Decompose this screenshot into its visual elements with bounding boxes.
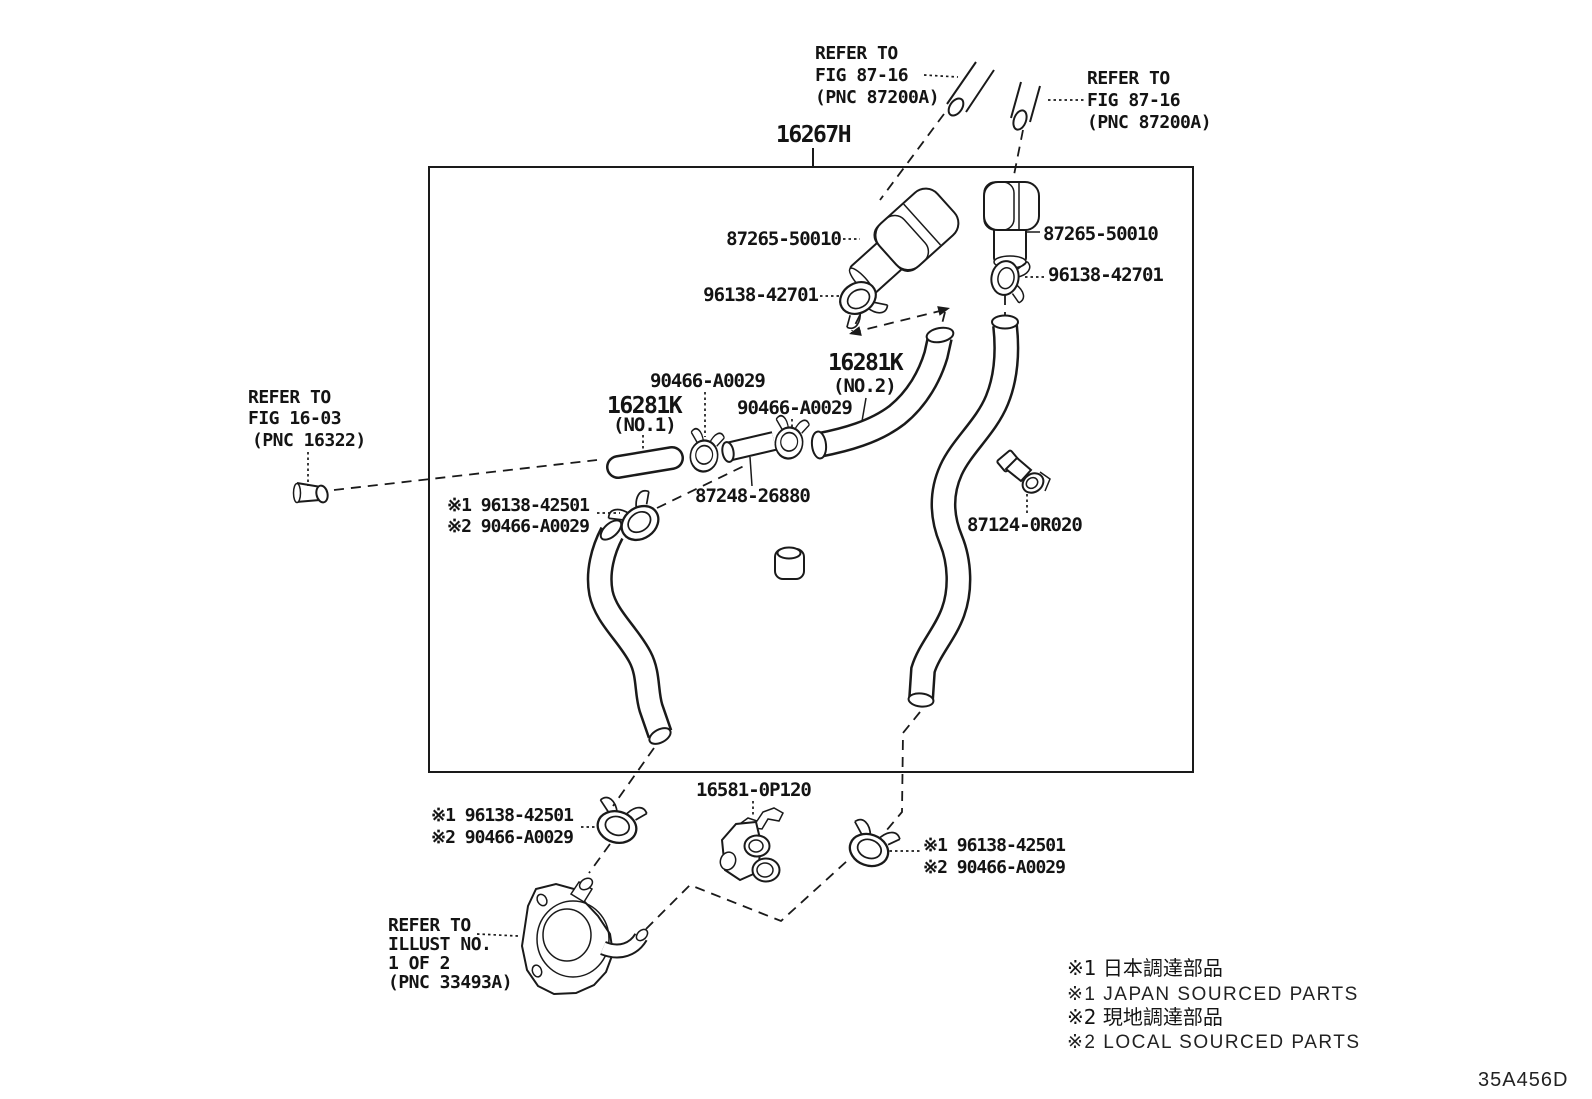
label-alt-br-1: ※1 96138-42501 (923, 835, 1065, 856)
hose-nipple-fig-1603 (292, 482, 329, 504)
label-alt-bl-1: ※1 96138-42501 (431, 805, 573, 826)
label-spring-clamp-1: 90466-A0029 (650, 370, 765, 392)
label-illust-1: REFER TO (388, 915, 471, 936)
label-illust-2: ILLUST NO. (388, 934, 491, 955)
legend-local-en: ※2 LOCAL SOURCED PARTS (1067, 1032, 1361, 1053)
dashed-link-clamp-arrow (851, 314, 861, 332)
label-hose-no2: 16281K (828, 350, 904, 376)
legend-japan-en: ※1 JAPAN SOURCED PARTS (1067, 984, 1359, 1005)
label-alt-inbox-2: ※2 90466-A0029 (447, 516, 589, 537)
leader-pipe (749, 456, 753, 487)
label-connector-left: 87265-50010 (726, 228, 841, 250)
dashed-link-hoseleft-clamp (612, 747, 655, 807)
pipe-87248 (721, 431, 777, 463)
label-ref-8716-right-1: REFER TO (1087, 68, 1170, 89)
label-ref-1603-3: (PNC 16322) (252, 430, 366, 451)
hose-stub-middle (774, 546, 805, 580)
label-pipe: 87248-26880 (695, 485, 810, 507)
label-ref-8716-left-1: REFER TO (815, 43, 898, 64)
label-spring-clamp-2: 90466-A0029 (737, 397, 852, 419)
assembly-frame-box (428, 166, 1194, 773)
hose-nipple-top-left (946, 61, 995, 117)
label-ref-8716-left-2: FIG 87-16 (815, 65, 908, 86)
label-connector-right: 87265-50010 (1043, 223, 1158, 245)
label-alt-inbox-1: ※1 96138-42501 (447, 495, 589, 516)
clip-87124 (996, 449, 1051, 494)
label-ref-1603-2: FIG 16-03 (248, 408, 341, 429)
label-alt-bl-2: ※2 90466-A0029 (431, 827, 573, 848)
dashed-link-fig1603-hose1 (333, 459, 598, 491)
label-hose-no2-note: (NO.2) (833, 375, 896, 397)
hose-nipple-top-right (1010, 81, 1041, 131)
label-clamp-top-left: 96138-42701 (703, 284, 818, 306)
legend-local-jp: ※2 現地調達部品 (1067, 1005, 1223, 1029)
spring-clamp-no2 (769, 413, 812, 462)
label-hose-no1-note: (NO.1) (613, 414, 676, 436)
dashed-link-arrow-hose2 (940, 311, 946, 329)
label-clip: 87124-0R020 (967, 514, 1082, 536)
label-illust-3: 1 OF 2 (388, 953, 450, 974)
hose-right-long (907, 314, 1020, 708)
alt-clamp-bottom-right (840, 816, 903, 875)
legend-japan-jp: ※1 日本調達部品 (1067, 956, 1223, 980)
spring-clamp-no1 (684, 426, 727, 475)
dashed-links (333, 113, 1024, 930)
label-ref-8716-left-3: (PNC 87200A) (815, 87, 939, 108)
label-frame: 16267H (776, 122, 851, 148)
labels: REFER TO FIG 87-16 (PNC 87200A) REFER TO… (248, 43, 1568, 1091)
dashed-link-top-left-connector (879, 113, 945, 201)
label-alt-br-2: ※2 90466-A0029 (923, 857, 1065, 878)
dashed-link-top-right-connector (1012, 129, 1024, 181)
label-ref-8716-right-3: (PNC 87200A) (1087, 112, 1211, 133)
hose-left-long (586, 519, 673, 745)
label-clamp-top-right: 96138-42701 (1048, 264, 1163, 286)
dashed-link-clamp-pump (588, 843, 611, 874)
heater-hose-no1 (606, 446, 684, 479)
label-ref-8716-right-2: FIG 87-16 (1087, 90, 1180, 111)
label-hose-no1: 16281K (607, 393, 683, 419)
water-valve (719, 807, 784, 883)
heater-hose-no2 (810, 326, 955, 460)
water-pump-illustration (520, 877, 649, 996)
arrowhead-left (849, 326, 862, 336)
dashed-link-pump-valve-clamp (645, 860, 848, 930)
label-illust-4: (PNC 33493A) (388, 972, 512, 993)
figure-code: 35A456D (1478, 1069, 1568, 1091)
leader-ref-8716-left (923, 74, 959, 78)
leader-illust (476, 933, 519, 937)
label-ref-1603-1: REFER TO (248, 387, 331, 408)
quick-connector-right (983, 181, 1040, 269)
alt-clamp-bottom-left (589, 794, 650, 850)
arrowhead-right (937, 306, 950, 316)
label-valve: 16581-0P120 (696, 779, 811, 801)
